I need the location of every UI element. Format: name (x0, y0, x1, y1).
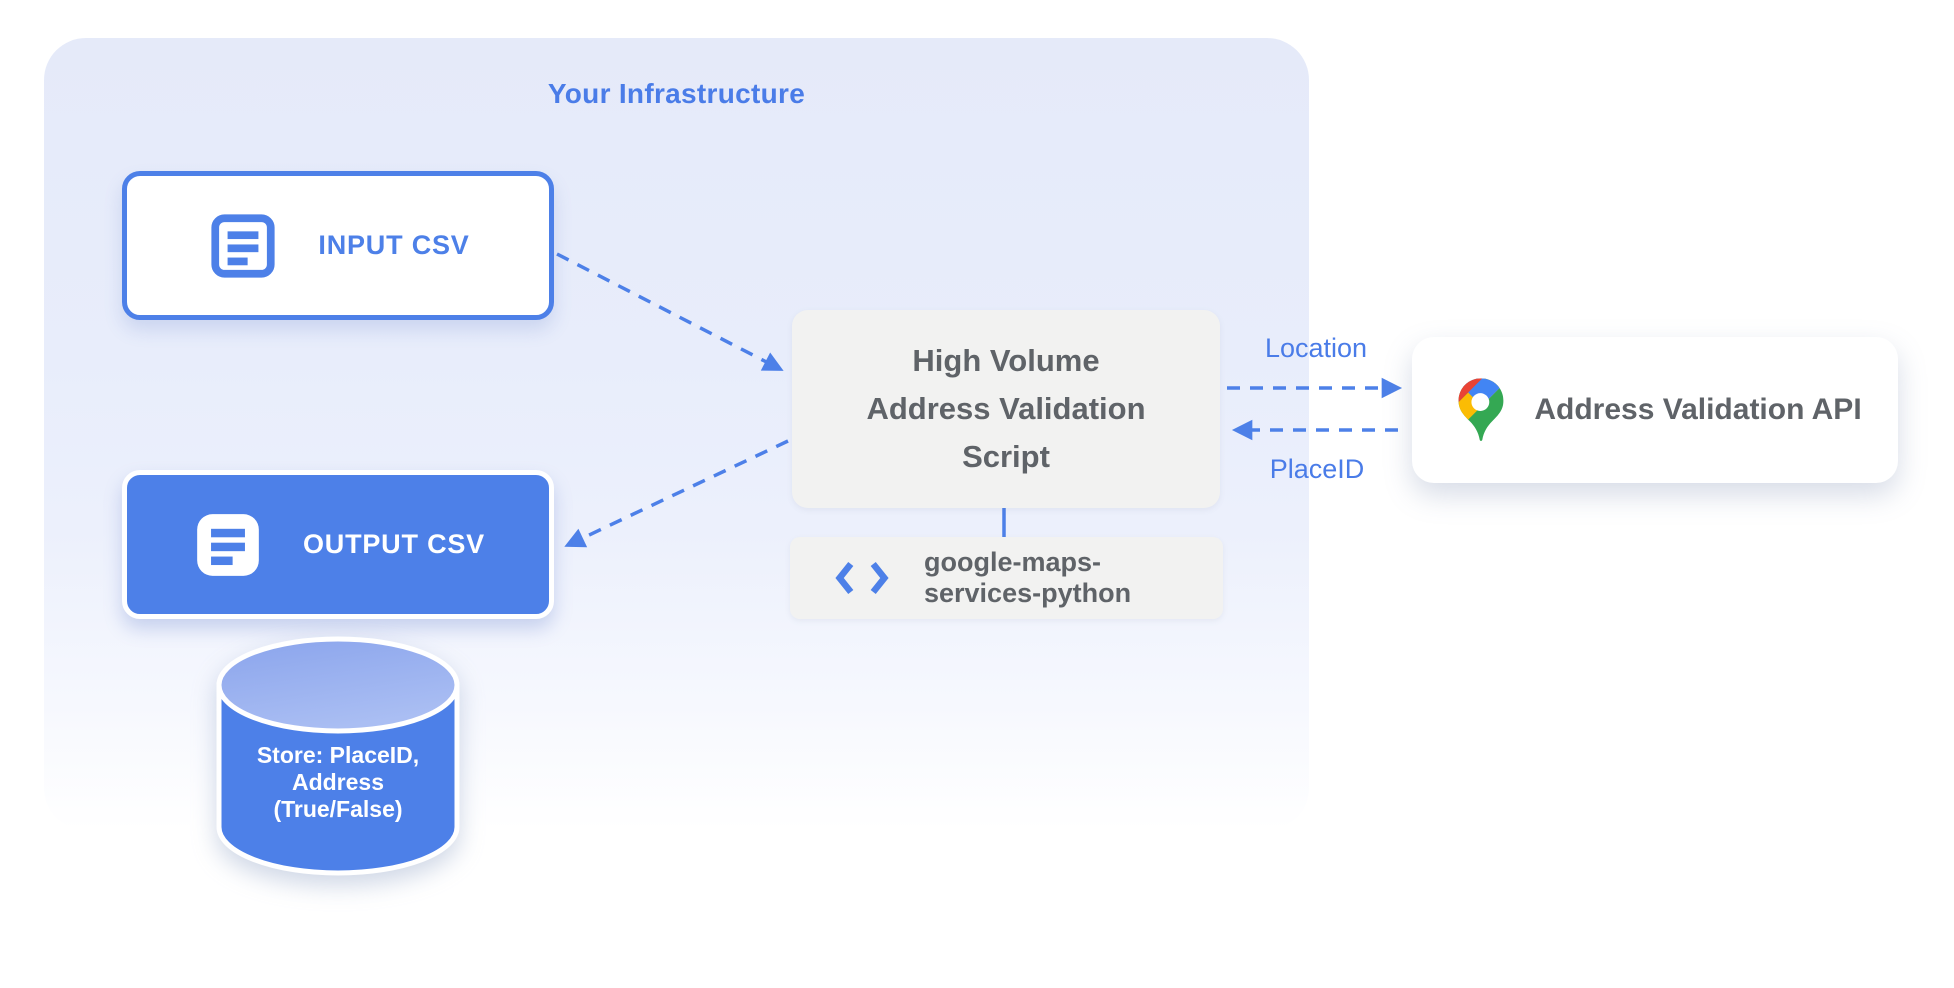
datastore-label: Store: PlaceID, Address (True/False) (210, 742, 466, 823)
script-label-line2: Address Validation (866, 391, 1146, 426)
edge-label-location: Location (1264, 333, 1368, 363)
document-icon (197, 513, 259, 576)
node-script: High Volume Address Validation Script (792, 310, 1220, 508)
datastore-label-line3: (True/False) (273, 796, 403, 822)
library-label-line2: services-python (924, 578, 1132, 608)
database-cylinder-icon (216, 636, 460, 876)
script-label-line1: High Volume (912, 343, 1100, 378)
api-label: Address Validation API (1534, 393, 1862, 426)
node-api: Address Validation API (1412, 337, 1898, 483)
node-output-csv: OUTPUT CSV (122, 470, 554, 619)
library-label: google-maps- services-python (924, 547, 1131, 609)
node-input-csv: INPUT CSV (122, 171, 554, 320)
output-csv-label: OUTPUT CSV (302, 529, 485, 559)
document-icon (211, 213, 275, 278)
google-maps-pin-icon (1458, 378, 1504, 441)
datastore-label-line2: Address (291, 769, 385, 795)
container-title: Your Infrastructure (547, 78, 806, 109)
script-label-line3: Script (962, 439, 1050, 474)
library-label-line1: google-maps- (924, 547, 1102, 577)
datastore-label-line1: Store: PlaceID, (256, 742, 420, 768)
edge-label-placeid: PlaceID (1269, 454, 1365, 484)
input-csv-label: INPUT CSV (318, 230, 470, 260)
code-icon (835, 561, 889, 595)
node-library: google-maps- services-python (790, 537, 1223, 619)
